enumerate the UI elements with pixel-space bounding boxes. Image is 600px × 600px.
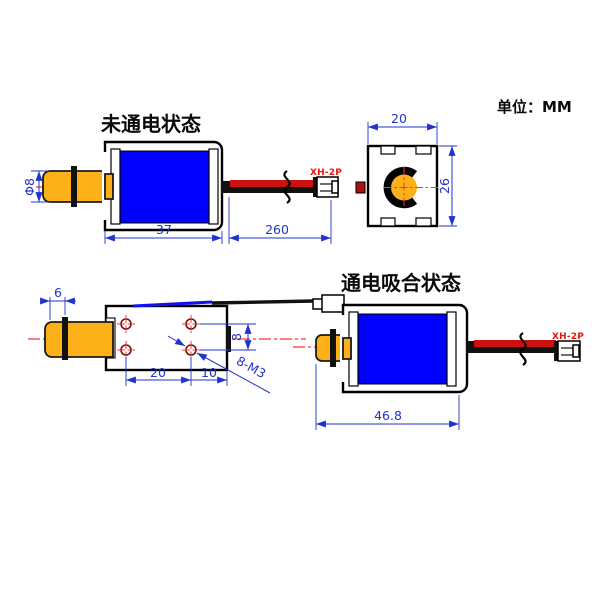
black-wire bbox=[474, 346, 556, 353]
dim-body-width-text: 37 bbox=[156, 222, 172, 237]
dim-hole-to-edge-text: 10 bbox=[201, 365, 217, 380]
dim-total-length-text: 46.8 bbox=[374, 408, 402, 423]
dim-end-height-text: 26 bbox=[437, 178, 452, 194]
blue-wire bbox=[132, 300, 213, 308]
view-end: 20 26 bbox=[355, 111, 457, 228]
connector-crimp bbox=[313, 177, 317, 197]
view-title-deenergized: 未通电状态 bbox=[101, 112, 201, 136]
bobbin-flange-right bbox=[446, 311, 457, 387]
wire-break-symbol bbox=[519, 332, 527, 366]
dim-hole-spacing: 20 10 bbox=[125, 357, 228, 386]
red-wire bbox=[230, 180, 318, 187]
coil bbox=[357, 313, 451, 385]
view-top: 6 20 10 8 8-M3 bbox=[28, 285, 345, 394]
dim-plunger-diameter: Φ8 bbox=[22, 170, 50, 203]
plunger-washer bbox=[62, 317, 68, 360]
mounting-holes bbox=[117, 315, 200, 359]
dim-total-length: 46.8 bbox=[315, 364, 460, 430]
black-wire bbox=[211, 299, 315, 305]
dim-hole-spacing-y-text: 8 bbox=[229, 333, 244, 341]
coil bbox=[119, 150, 213, 224]
view-title-energized: 通电吸合状态 bbox=[341, 271, 461, 295]
unit-note: 单位：MM bbox=[497, 98, 572, 116]
top-view-body bbox=[104, 304, 229, 372]
plunger-tip bbox=[342, 337, 352, 360]
dim-plunger-dia-text: Φ8 bbox=[22, 178, 37, 196]
view-deenergized: 未通电状态 XH-2P Φ8 bbox=[22, 112, 342, 244]
connector-label: XH-2P bbox=[552, 332, 584, 342]
wire-break-symbol bbox=[283, 170, 291, 204]
connector-xh2p: XH-2P bbox=[310, 168, 342, 198]
dim-wire-length: 260 bbox=[228, 197, 332, 244]
black-wire bbox=[230, 186, 318, 193]
red-wire bbox=[474, 340, 556, 347]
frame-notch bbox=[415, 217, 432, 227]
plunger bbox=[44, 321, 114, 358]
bobbin-flange-right bbox=[208, 148, 219, 225]
dim-wire-length-text: 260 bbox=[265, 222, 289, 237]
connector-latch bbox=[572, 344, 580, 358]
dim-hole-spacing-x-text: 20 bbox=[150, 365, 166, 380]
dim-flange: 6 bbox=[40, 285, 76, 320]
plunger-washer bbox=[330, 329, 336, 367]
frame-notch bbox=[380, 217, 396, 227]
plunger-washer bbox=[71, 166, 77, 207]
connector-label: XH-2P bbox=[310, 168, 342, 178]
terminal-tab bbox=[226, 326, 231, 352]
dim-end-width: 20 bbox=[367, 111, 438, 144]
connector-end bbox=[312, 294, 345, 313]
dim-end-height: 26 bbox=[437, 145, 457, 227]
frame-notch bbox=[415, 145, 432, 155]
dim-end-width-text: 20 bbox=[391, 111, 407, 126]
connector-crimp bbox=[554, 341, 558, 361]
dim-hole-spacing-y: 8 bbox=[200, 323, 256, 351]
dim-flange-text: 6 bbox=[54, 285, 62, 300]
view-energized: 通电吸合状态 XH-2P 46.8 bbox=[293, 271, 584, 430]
connector-latch bbox=[331, 180, 339, 194]
connector-xh2p: XH-2P bbox=[552, 332, 584, 362]
frame-notch bbox=[380, 145, 396, 155]
wire-terminal-end bbox=[355, 181, 366, 194]
dim-body-width: 37 bbox=[104, 222, 223, 244]
plunger-tip bbox=[104, 173, 114, 200]
connector-housing bbox=[321, 294, 345, 313]
